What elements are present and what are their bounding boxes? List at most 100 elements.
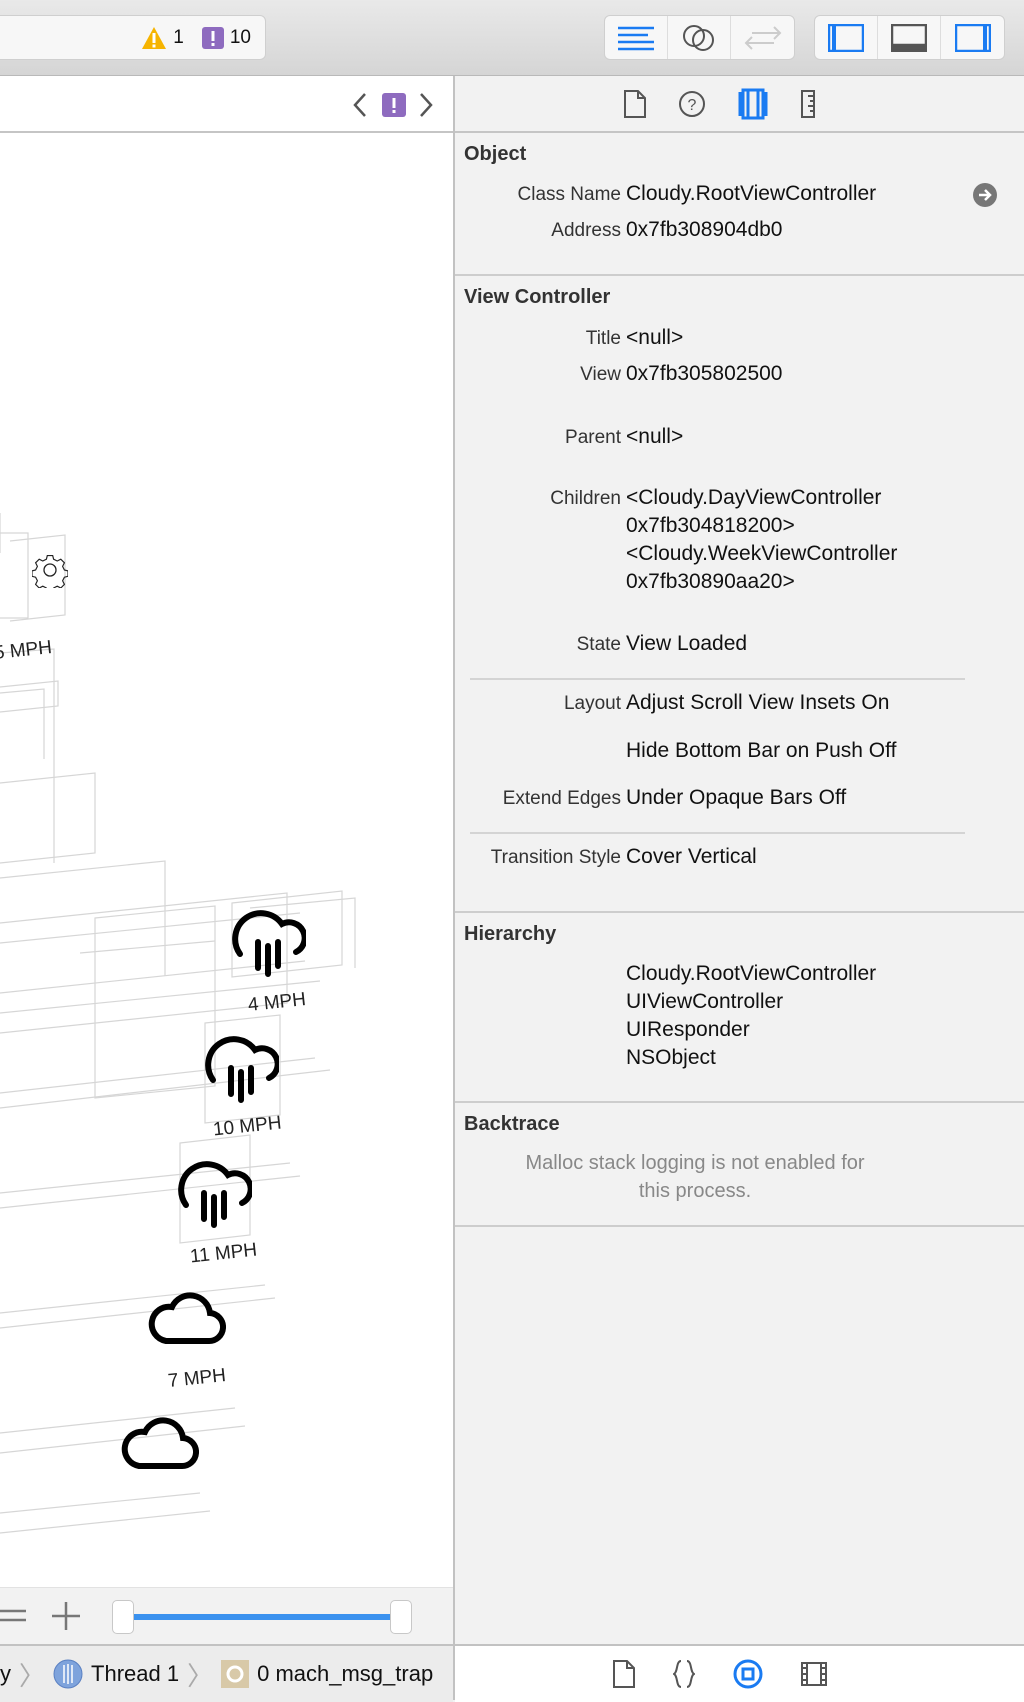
- rain-cloud-icon[interactable]: [176, 1153, 252, 1231]
- hierarchy-item: Cloudy.RootViewController: [626, 962, 877, 985]
- file-template-icon[interactable]: [612, 1660, 635, 1688]
- less-spacing-icon[interactable]: [0, 1606, 28, 1626]
- version-editor-button[interactable]: [731, 16, 794, 59]
- address-value: 0x7fb308904db0: [626, 218, 783, 241]
- view-value: 0x7fb305802500: [626, 362, 783, 385]
- inspector-tabs: ?: [455, 76, 1024, 133]
- chevron-right-icon[interactable]: [418, 92, 434, 118]
- layout-value: Hide Bottom Bar on Push Off: [626, 739, 897, 762]
- object-section: Object Class Name Cloudy.RootViewControl…: [455, 133, 1024, 274]
- thread-icon: [53, 1659, 83, 1689]
- assistant-editor-icon: [683, 24, 714, 51]
- section-header: View Controller: [464, 286, 611, 308]
- child-value: 0x7fb30890aa20>: [626, 570, 795, 593]
- jump-bar: y 〉 Thread 1 〉 0 mach_msg_trap: [0, 1646, 453, 1702]
- divider: [470, 832, 965, 834]
- field-label: Layout: [563, 693, 621, 714]
- hierarchy-section: Hierarchy Cloudy.RootViewController UIVi…: [455, 911, 1024, 1101]
- child-value: <Cloudy.WeekViewController: [626, 542, 898, 565]
- canvas-header: [0, 76, 453, 133]
- field-label: Transition Style: [490, 847, 621, 868]
- object-library-icon[interactable]: [733, 1659, 763, 1689]
- field-label: Class Name: [517, 184, 621, 205]
- view-layers: [0, 513, 356, 1534]
- canvas-controls: [0, 1587, 453, 1644]
- standard-editor-icon: [618, 26, 654, 50]
- extend-edges-value: Under Opaque Bars Off: [626, 786, 847, 809]
- field-label: View: [580, 364, 621, 385]
- inspector-pane: ? Object Class Name Cloudy.RootViewContr…: [455, 76, 1024, 1644]
- field-label: Address: [551, 220, 621, 241]
- layout-value: Adjust Scroll View Insets On: [626, 691, 890, 714]
- class-name-value: Cloudy.RootViewController: [626, 182, 877, 205]
- gear-icon[interactable]: [32, 552, 68, 588]
- range-slider[interactable]: [112, 1600, 412, 1634]
- library-tabs: [455, 1646, 1024, 1702]
- title-value: <null>: [626, 326, 684, 349]
- navigator-toggle-icon: [828, 23, 864, 52]
- debug-area-toggle-button[interactable]: [878, 16, 941, 59]
- editor-mode-group: [604, 15, 795, 60]
- utilities-toggle-icon: [954, 23, 991, 52]
- field-label: Parent: [565, 427, 621, 448]
- object-inspector-icon[interactable]: [738, 88, 768, 120]
- pane-divider[interactable]: [453, 76, 455, 1700]
- version-editor-icon: [744, 25, 781, 50]
- svg-text:?: ?: [687, 97, 696, 114]
- slider-track-fill: [130, 1614, 394, 1620]
- runtime-issue-icon: [201, 26, 224, 49]
- chevron-right-icon: 〉: [19, 1660, 46, 1691]
- plus-icon[interactable]: [52, 1602, 80, 1630]
- child-value: <Cloudy.DayViewController: [626, 486, 882, 509]
- parent-value: <null>: [626, 425, 684, 448]
- chevron-right-icon: 〉: [187, 1660, 214, 1691]
- backtrace-message: Malloc stack logging is not enabled for …: [525, 1152, 865, 1202]
- view-toggle-group: [814, 15, 1005, 60]
- breadcrumb-frame[interactable]: 0 mach_msg_trap: [257, 1661, 434, 1686]
- code-snippet-icon[interactable]: [672, 1660, 695, 1688]
- navigator-toggle-button[interactable]: [815, 16, 878, 59]
- cloud-icon[interactable]: [148, 1291, 226, 1347]
- debug-bar: y 〉 Thread 1 〉 0 mach_msg_trap: [0, 1644, 1024, 1702]
- warning-count: 1: [173, 26, 184, 48]
- state-value: View Loaded: [626, 632, 748, 655]
- assistant-editor-button[interactable]: [668, 16, 731, 59]
- section-header: Object: [464, 143, 527, 165]
- field-label: Extend Edges: [502, 788, 621, 809]
- child-value: 0x7fb304818200>: [626, 514, 795, 537]
- runtime-issue-icon[interactable]: [382, 93, 406, 117]
- view-debugger-canvas[interactable]: 5 MPH 4 MPH 10 MPH 11 MPH 7 MPH: [0, 76, 453, 1587]
- field-label: Title: [585, 328, 621, 349]
- utilities-toggle-button[interactable]: [941, 16, 1004, 59]
- section-header: Hierarchy: [464, 923, 557, 945]
- field-label: State: [576, 634, 621, 655]
- transition-style-value: Cover Vertical: [626, 845, 757, 868]
- view-controller-section: View Controller Title <null> View 0x7fb3…: [455, 274, 1024, 911]
- media-library-icon[interactable]: [800, 1662, 827, 1686]
- file-inspector-icon[interactable]: [623, 89, 646, 118]
- slider-min-handle[interactable]: [112, 1600, 134, 1634]
- divider: [470, 678, 965, 680]
- hierarchy-item: UIViewController: [626, 990, 784, 1013]
- chevron-left-icon[interactable]: [352, 92, 368, 118]
- toolbar: 1 10: [0, 0, 1024, 76]
- activity-status[interactable]: 1 10: [0, 15, 266, 60]
- breadcrumb-thread[interactable]: Thread 1: [91, 1661, 180, 1686]
- issue-count: 10: [229, 26, 251, 48]
- field-label: Children: [550, 488, 621, 509]
- rain-cloud-icon[interactable]: [230, 902, 306, 980]
- rain-cloud-icon[interactable]: [203, 1028, 279, 1106]
- debug-area-toggle-icon: [891, 23, 927, 52]
- backtrace-section: Backtrace Malloc stack logging is not en…: [455, 1101, 1024, 1227]
- quick-help-icon[interactable]: ?: [678, 90, 706, 118]
- hierarchy-item: UIResponder: [626, 1018, 750, 1041]
- slider-max-handle[interactable]: [390, 1600, 412, 1634]
- section-header: Backtrace: [464, 1113, 560, 1135]
- cloud-icon[interactable]: [121, 1416, 199, 1472]
- size-inspector-icon[interactable]: [800, 89, 816, 118]
- breadcrumb-item[interactable]: y: [0, 1661, 11, 1686]
- frame-gear-icon: [221, 1660, 250, 1688]
- warning-icon: [142, 26, 167, 49]
- standard-editor-button[interactable]: [605, 16, 668, 59]
- navigate-arrow-icon[interactable]: [973, 183, 997, 207]
